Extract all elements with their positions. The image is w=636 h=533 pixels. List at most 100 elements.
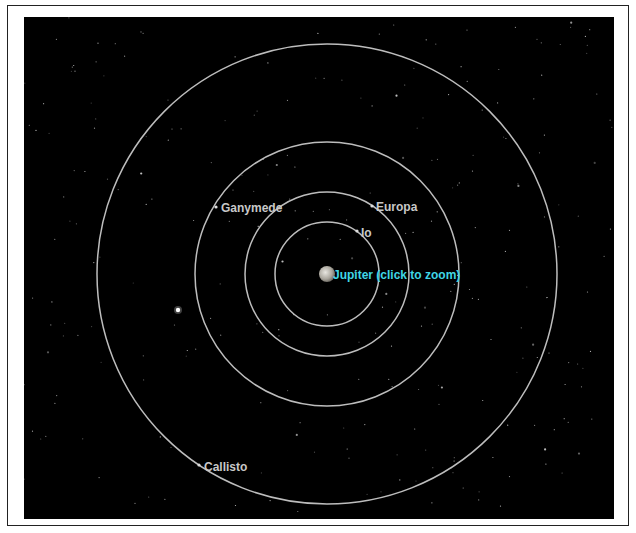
star — [589, 29, 590, 30]
star — [267, 174, 268, 175]
star — [347, 448, 348, 449]
star — [587, 291, 588, 292]
star — [392, 386, 393, 387]
star — [295, 210, 296, 211]
star — [307, 238, 308, 239]
star — [187, 350, 188, 351]
star — [168, 140, 169, 141]
callisto-orbit — [97, 44, 557, 504]
star — [461, 262, 462, 263]
star — [534, 425, 535, 426]
star — [570, 22, 572, 24]
star — [289, 199, 290, 200]
moon-label: Callisto — [204, 460, 247, 474]
star — [544, 216, 545, 217]
star — [437, 211, 438, 212]
star — [517, 185, 519, 187]
star — [96, 61, 97, 62]
star — [63, 335, 64, 336]
star — [402, 157, 404, 159]
star — [341, 80, 342, 81]
star — [450, 291, 451, 292]
star — [548, 352, 549, 353]
star — [415, 480, 416, 481]
star — [610, 120, 611, 121]
star — [521, 327, 522, 328]
star — [287, 100, 288, 101]
star — [76, 223, 77, 224]
star — [596, 93, 597, 94]
star — [235, 505, 236, 506]
star — [348, 458, 349, 459]
star — [97, 43, 98, 44]
star — [270, 500, 271, 501]
star — [340, 239, 341, 240]
star — [385, 293, 387, 295]
star — [545, 464, 546, 465]
star — [40, 438, 41, 439]
star — [241, 175, 242, 176]
star — [313, 211, 314, 212]
star — [581, 386, 582, 387]
star — [515, 27, 516, 28]
star — [151, 199, 152, 200]
star — [478, 299, 479, 300]
star — [54, 239, 55, 240]
sky-background — [24, 17, 614, 519]
star — [404, 84, 405, 85]
star — [472, 298, 473, 299]
star — [297, 511, 298, 512]
star — [459, 182, 460, 183]
star — [509, 476, 510, 477]
star — [256, 323, 257, 324]
star — [101, 362, 102, 363]
star — [570, 27, 571, 28]
star — [541, 42, 542, 43]
star — [469, 289, 470, 290]
star — [424, 307, 426, 309]
star — [24, 83, 25, 84]
star — [461, 66, 462, 67]
star — [140, 172, 142, 174]
star — [578, 216, 579, 217]
star — [276, 164, 278, 166]
star — [103, 75, 104, 76]
star — [261, 472, 262, 473]
star — [397, 454, 398, 455]
star — [432, 467, 433, 468]
star — [421, 326, 422, 327]
star — [547, 297, 548, 298]
star — [29, 125, 30, 126]
star — [56, 395, 57, 396]
star — [448, 94, 449, 95]
planet-label: Jupiter (click to zoom) — [333, 268, 460, 282]
star — [314, 452, 315, 453]
star — [143, 355, 144, 356]
star — [51, 301, 52, 302]
star — [375, 333, 376, 334]
star — [546, 297, 547, 298]
star — [146, 204, 147, 205]
star — [536, 39, 537, 40]
star — [395, 95, 397, 97]
star — [503, 137, 504, 138]
star — [568, 362, 569, 363]
star — [562, 472, 563, 473]
star — [186, 356, 187, 357]
star — [541, 75, 542, 76]
star — [278, 335, 279, 336]
star — [115, 43, 116, 44]
star — [431, 160, 432, 161]
star — [346, 219, 347, 220]
star — [379, 34, 380, 35]
star — [107, 179, 108, 180]
star — [281, 260, 283, 262]
star — [232, 189, 233, 190]
star — [170, 447, 171, 448]
star — [49, 133, 50, 134]
star — [431, 221, 432, 222]
star — [315, 78, 316, 79]
star — [71, 71, 72, 72]
star — [454, 457, 455, 458]
